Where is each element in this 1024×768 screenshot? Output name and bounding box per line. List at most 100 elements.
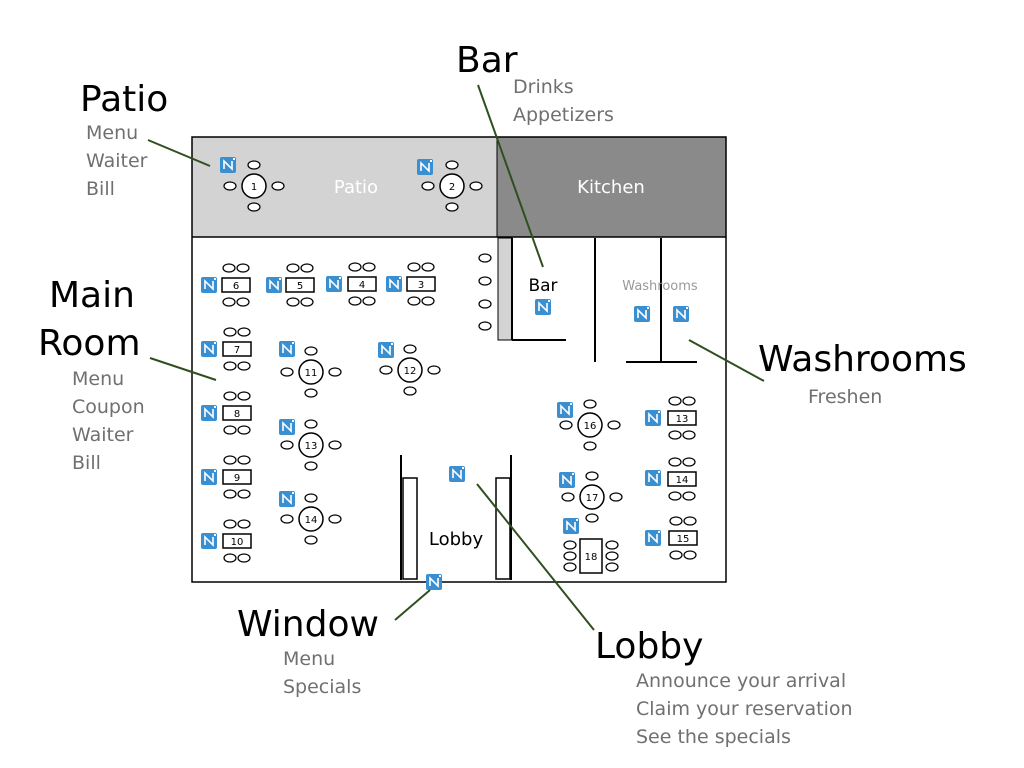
nfc-tag-icon[interactable] <box>326 276 342 292</box>
table-top <box>222 341 252 357</box>
square-table[interactable]: 13 <box>667 396 697 440</box>
table-number: 7 <box>234 345 240 356</box>
table-number: 13 <box>676 414 689 425</box>
square-table[interactable]: 4 <box>347 262 377 306</box>
chair <box>682 430 696 440</box>
chair <box>236 297 250 307</box>
round-table[interactable]: 16 <box>559 399 621 451</box>
nfc-tag-icon[interactable] <box>559 472 575 488</box>
nfc-tag-icon[interactable] <box>417 159 433 175</box>
nfc-tag-icon[interactable] <box>386 276 402 292</box>
nfc-tag-icon[interactable] <box>201 533 217 549</box>
chair <box>304 461 318 471</box>
square-table[interactable]: 10 <box>222 519 252 563</box>
nfc-tag-icon[interactable] <box>535 299 551 315</box>
chair <box>605 551 619 561</box>
table-top <box>406 276 436 292</box>
nfc-tag-icon[interactable] <box>645 530 661 546</box>
chair <box>563 540 577 550</box>
table-number: 11 <box>305 368 318 379</box>
nfc-tag-icon[interactable] <box>673 306 689 322</box>
nfc-tag-icon[interactable] <box>426 574 442 590</box>
round-table[interactable]: 14 <box>280 493 342 545</box>
chair <box>237 519 251 529</box>
chair <box>223 489 237 499</box>
nfc-tag-icon[interactable] <box>279 419 295 435</box>
table-top <box>285 277 315 293</box>
square-table[interactable]: 9 <box>222 455 252 499</box>
round-table[interactable]: 12 <box>379 344 441 396</box>
chair <box>421 296 435 306</box>
chair <box>427 365 441 375</box>
callout-patio[interactable]: Patio Menu Waiter Bill <box>80 79 168 200</box>
callout-item: Menu <box>283 648 335 670</box>
chair <box>403 386 417 396</box>
square-table[interactable]: 5 <box>285 263 315 307</box>
nfc-tag-icon[interactable] <box>563 518 579 534</box>
nfc-tag-icon[interactable] <box>201 469 217 485</box>
nfc-tag-icon[interactable] <box>557 402 573 418</box>
bar-stools <box>478 253 492 331</box>
nfc-tag-icon[interactable] <box>378 342 394 358</box>
chair <box>668 491 682 501</box>
square-table[interactable]: 3 <box>406 262 436 306</box>
callout-window[interactable]: Window Menu Specials <box>237 604 379 698</box>
chair <box>421 181 435 191</box>
callout-line-window <box>394 589 431 621</box>
square-table[interactable]: 8 <box>222 391 252 435</box>
nfc-tag-icon[interactable] <box>220 157 236 173</box>
table-top <box>298 506 324 532</box>
callout-washrooms[interactable]: Washrooms Freshen <box>758 339 967 408</box>
lobby-bench-left <box>402 477 418 580</box>
square-table[interactable]: 14 <box>667 457 697 501</box>
round-table[interactable]: 11 <box>280 346 342 398</box>
nfc-tag-icon[interactable] <box>279 341 295 357</box>
nfc-tag-icon[interactable] <box>449 466 465 482</box>
nfc-tag-icon[interactable] <box>645 470 661 486</box>
callout-line-patio <box>147 139 211 167</box>
chair <box>223 519 237 529</box>
nfc-tag-icon[interactable] <box>201 405 217 421</box>
table-top <box>579 484 605 510</box>
nfc-tag-icon[interactable] <box>201 277 217 293</box>
square-table[interactable]: 15 <box>668 516 698 560</box>
callout-bar[interactable]: Bar Drinks Appetizers <box>456 40 614 126</box>
nfc-tag-icon[interactable] <box>634 306 650 322</box>
booth-table[interactable]: 18 <box>563 538 619 574</box>
chair <box>683 550 697 560</box>
nfc-tag-icon[interactable] <box>266 277 282 293</box>
room-label-patio: Patio <box>334 177 378 198</box>
round-table[interactable]: 17 <box>561 471 623 523</box>
nfc-tag-icon[interactable] <box>645 410 661 426</box>
chair <box>421 262 435 272</box>
nfc-tag-icon[interactable] <box>279 491 295 507</box>
chair <box>583 441 597 451</box>
table-top <box>222 533 252 549</box>
chair <box>445 202 459 212</box>
chair <box>607 420 621 430</box>
round-table[interactable]: 13 <box>280 419 342 471</box>
table-number: 17 <box>586 493 599 504</box>
callout-lobby[interactable]: Lobby Announce your arrival Claim your r… <box>595 626 853 748</box>
chair <box>407 296 421 306</box>
chair <box>682 457 696 467</box>
table-number: 16 <box>584 421 597 432</box>
callout-item: Menu <box>72 368 124 390</box>
table-top <box>579 538 603 574</box>
table-top <box>439 173 465 199</box>
callout-item: Waiter <box>86 150 148 172</box>
nfc-tag-icon[interactable] <box>201 341 217 357</box>
chair <box>585 471 599 481</box>
table-number: 5 <box>297 281 303 292</box>
callout-main-room[interactable]: Main Room Menu Coupon Waiter Bill <box>38 275 145 474</box>
table-top <box>241 173 267 199</box>
square-table[interactable]: 6 <box>221 263 251 307</box>
chair <box>237 553 251 563</box>
round-table[interactable]: 2 <box>421 160 483 212</box>
square-table[interactable]: 7 <box>222 327 252 371</box>
table-number: 13 <box>305 441 318 452</box>
round-table[interactable]: 1 <box>223 160 285 212</box>
chair <box>237 327 251 337</box>
callout-item: Bill <box>86 178 115 200</box>
